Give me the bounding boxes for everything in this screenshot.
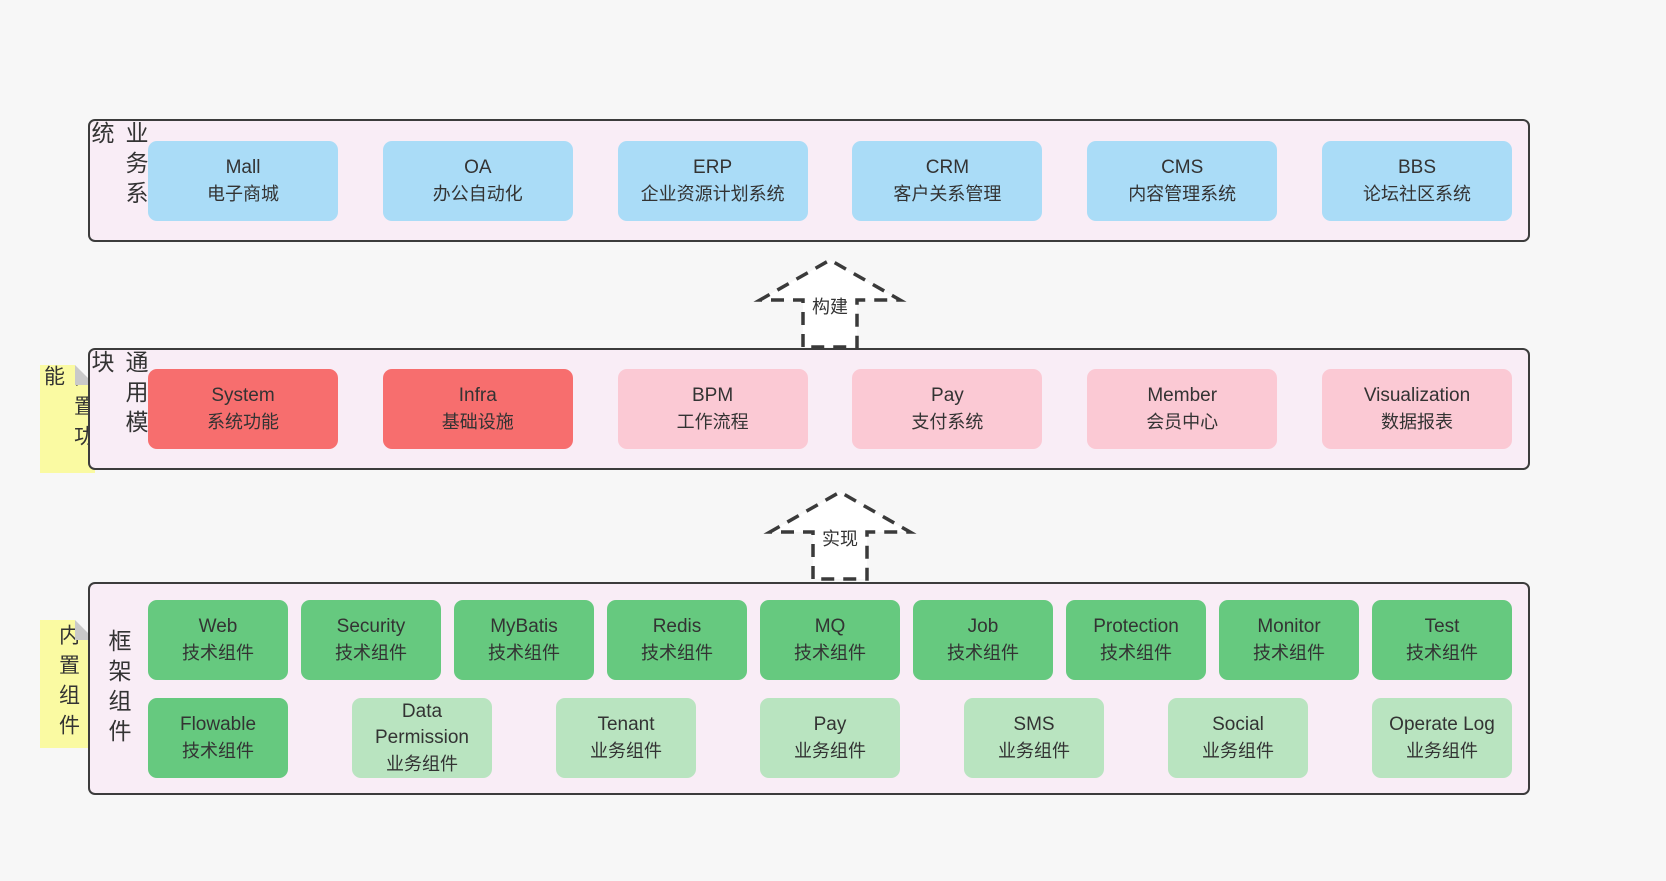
box-erp: ERP 企业资源计划系统 [617,140,808,221]
box-flowable: Flowable 技术组件 [148,697,288,778]
box-mq: MQ 技术组件 [760,599,900,680]
box-operate-log: Operate Log 业务组件 [1372,697,1512,778]
section-label-framework: 框架组件 [105,628,131,749]
box-sms: SMS 业务组件 [964,697,1104,778]
box-crm: CRM 客户关系管理 [852,140,1043,221]
arrow-build-label: 构建 [745,293,915,319]
box-tenant: Tenant 业务组件 [556,697,696,778]
box-job: Job 技术组件 [913,599,1053,680]
box-data-permission: Data Permission 业务组件 [352,697,492,778]
box-mall: Mall 电子商城 [148,140,338,221]
box-pay-component: Pay 业务组件 [760,697,900,778]
section-label-business: 业务系统 [88,121,148,211]
arrow-implement: 实现 [755,487,925,582]
framework-boxes-grid: Web 技术组件 Security 技术组件 MyBatis 技术组件 Redi… [146,584,1528,793]
section-label-modules: 通用模块 [88,350,148,440]
box-security: Security 技术组件 [301,599,441,680]
box-member: Member 会员中心 [1087,369,1278,449]
panel-business-systems: 业务系统 Mall 电子商城 OA 办公自动化 ERP 企业资源计划系统 CRM… [88,119,1530,242]
box-oa: OA 办公自动化 [382,140,573,221]
box-test: Test 技术组件 [1372,599,1512,680]
box-pay: Pay 支付系统 [852,369,1043,449]
box-social: Social 业务组件 [1168,697,1308,778]
box-web: Web 技术组件 [148,599,288,680]
sticky-note-label: 内置组件 [56,624,80,744]
panel-framework-components: 框架组件 Web 技术组件 Security 技术组件 MyBatis 技术组件… [88,582,1530,795]
box-bbs: BBS 论坛社区系统 [1321,140,1512,221]
modules-boxes-row: System 系统功能 Infra 基础设施 BPM 工作流程 Pay 支付系统… [146,350,1528,468]
arrow-implement-label: 实现 [755,525,925,551]
box-redis: Redis 技术组件 [607,599,747,680]
panel-common-modules: 通用模块 System 系统功能 Infra 基础设施 BPM 工作流程 Pay… [88,348,1530,470]
box-mybatis: MyBatis 技术组件 [454,599,594,680]
box-system: System 系统功能 [148,369,338,449]
box-visualization: Visualization 数据报表 [1321,369,1512,449]
box-cms: CMS 内容管理系统 [1087,140,1278,221]
box-bpm: BPM 工作流程 [617,369,808,449]
business-boxes-row: Mall 电子商城 OA 办公自动化 ERP 企业资源计划系统 CRM 客户关系… [146,121,1528,240]
arrow-build: 构建 [745,255,915,350]
box-protection: Protection 技术组件 [1066,599,1206,680]
box-monitor: Monitor 技术组件 [1219,599,1359,680]
sticky-note-built-in-components: 内置组件 [40,620,95,748]
box-infra: Infra 基础设施 [382,369,573,449]
